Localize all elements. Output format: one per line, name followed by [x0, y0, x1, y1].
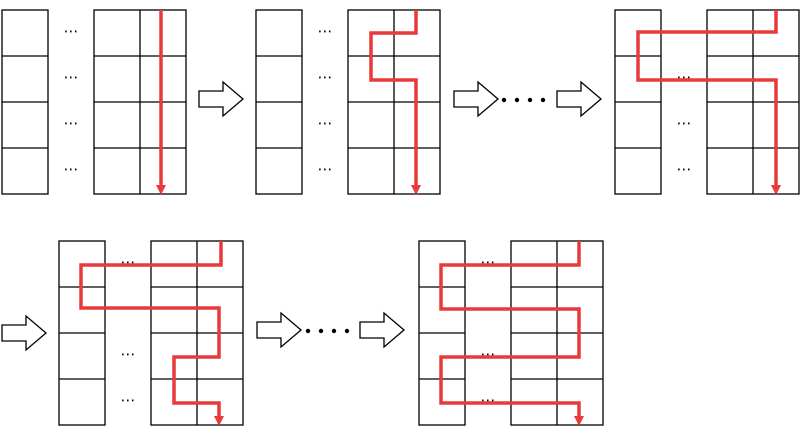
path-panel-2 — [369, 10, 421, 195]
ellipsis-text: ⋯ — [481, 391, 496, 409]
ellipsis-text: ⋯ — [318, 160, 333, 178]
ellipsis-text: ⋯ — [318, 68, 333, 86]
continuation-dot — [540, 97, 546, 103]
transition-arrow-2 — [453, 80, 500, 118]
ellipsis-text: ⋯ — [121, 391, 136, 409]
continuation-dot — [501, 97, 507, 103]
continuation-dot — [344, 328, 350, 334]
continuation-dot — [331, 328, 337, 334]
ellipsis-text: ⋯ — [481, 253, 496, 271]
continuation-dot — [318, 328, 324, 334]
ellipsis-text: ⋯ — [677, 160, 692, 178]
ellipsis-text: ⋯ — [318, 114, 333, 132]
continuation-dots-1 — [501, 97, 546, 103]
panel-3: ⋯⋯⋯⋯ — [614, 9, 800, 195]
path-panel-4 — [79, 241, 224, 426]
ellipsis-text: ⋯ — [64, 22, 79, 40]
ellipsis-text: ⋯ — [318, 22, 333, 40]
ellipsis-text: ⋯ — [677, 68, 692, 86]
ellipsis-text: ⋯ — [64, 68, 79, 86]
ellipsis-text: ⋯ — [677, 114, 692, 132]
panel-1: ⋯ ⋯ ⋯ ⋯ — [1, 9, 187, 195]
ellipsis-text: ⋯ — [121, 253, 136, 271]
ellipsis-text: ⋯ — [64, 160, 79, 178]
transition-arrow-1 — [198, 80, 245, 118]
panel-4: ⋯⋯⋯⋯ — [58, 240, 244, 426]
continuation-dot — [305, 328, 311, 334]
ellipsis-text: ⋯ — [481, 345, 496, 363]
continuation-dot — [527, 97, 533, 103]
path-panel-5 — [439, 241, 584, 426]
transition-arrow-3 — [556, 80, 603, 118]
continuation-dot — [514, 97, 520, 103]
transition-arrow-6 — [359, 311, 406, 349]
panel-2: ⋯ ⋯ ⋯ ⋯ — [255, 9, 441, 195]
continuation-dots-2 — [305, 328, 350, 334]
path-panel-3 — [636, 10, 781, 195]
panel-5: ⋯⋯⋯⋯ — [418, 240, 604, 426]
ellipsis-text: ⋯ — [121, 345, 136, 363]
ellipsis-text: ⋯ — [64, 114, 79, 132]
transition-arrow-5 — [256, 311, 303, 349]
transition-arrow-4 — [1, 314, 48, 352]
